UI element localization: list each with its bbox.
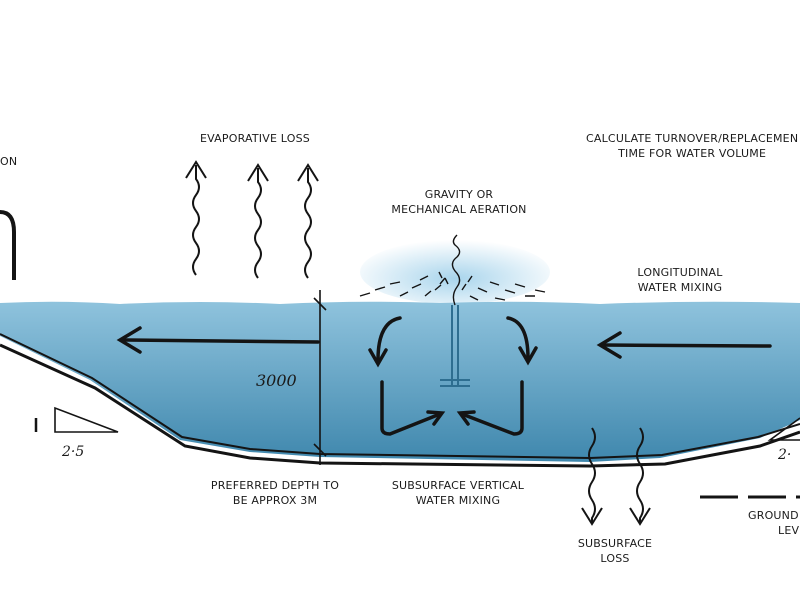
- label-left-cut: ON: [0, 155, 18, 168]
- evaporation-arrow-3: [304, 168, 312, 279]
- evaporation-arrow-2-head: [247, 163, 269, 182]
- pond-water: [0, 301, 800, 462]
- evaporative-loss-arrows: [185, 160, 319, 279]
- label-aeration: GRAVITY OR MECHANICAL AERATION: [391, 188, 527, 216]
- evaporation-arrow-3-head: [297, 163, 319, 182]
- evaporation-arrow-1-head: [185, 160, 207, 179]
- circulation-bottom-left: [380, 380, 442, 436]
- circulation-top-left: [376, 316, 402, 362]
- label-evaporative-loss: EVAPORATIVE LOSS: [200, 132, 310, 145]
- left-flow-arrow: [120, 338, 320, 344]
- circulation-top-right: [506, 316, 530, 360]
- longitudinal-mixing-arrows: [116, 326, 772, 359]
- label-turnover: CALCULATE TURNOVER/REPLACEMEN TIME FOR W…: [586, 132, 799, 160]
- depth-value: 3000: [256, 371, 297, 390]
- label-vertical-mixing: SUBSURFACE VERTICAL WATER MIXING: [391, 479, 525, 507]
- right-flow-arrow: [600, 343, 772, 348]
- evaporation-arrow-1: [192, 165, 200, 276]
- subsurface-arrow-1: [588, 427, 596, 522]
- vertical-mixing-arrows: [368, 316, 538, 436]
- right-flow-arrow-head: [596, 331, 622, 359]
- left-slope-indicator: [34, 406, 119, 433]
- left-partial-arrow: [0, 210, 16, 280]
- aeration-fountain: [359, 234, 546, 387]
- label-subsurface-loss: SUBSURFACE LOSS: [577, 537, 653, 565]
- evaporation-arrow-2: [254, 168, 262, 279]
- slope-right-run: 2·: [777, 447, 791, 463]
- subsurface-arrow-2: [636, 427, 644, 522]
- left-flow-arrow-head: [116, 326, 142, 354]
- subsurface-loss-arrows: [581, 427, 651, 526]
- right-slope-indicator: [767, 417, 800, 441]
- label-ground-level: GROUND LEV: [748, 509, 800, 537]
- slope-left-run: 2·5: [61, 444, 84, 460]
- label-preferred-depth: PREFERRED DEPTH TO BE APPROX 3M: [210, 479, 340, 507]
- depth-dimension: [313, 290, 327, 465]
- circulation-bottom-right: [460, 380, 524, 436]
- label-longitudinal-mixing: LONGITUDINAL WATER MIXING: [637, 266, 723, 294]
